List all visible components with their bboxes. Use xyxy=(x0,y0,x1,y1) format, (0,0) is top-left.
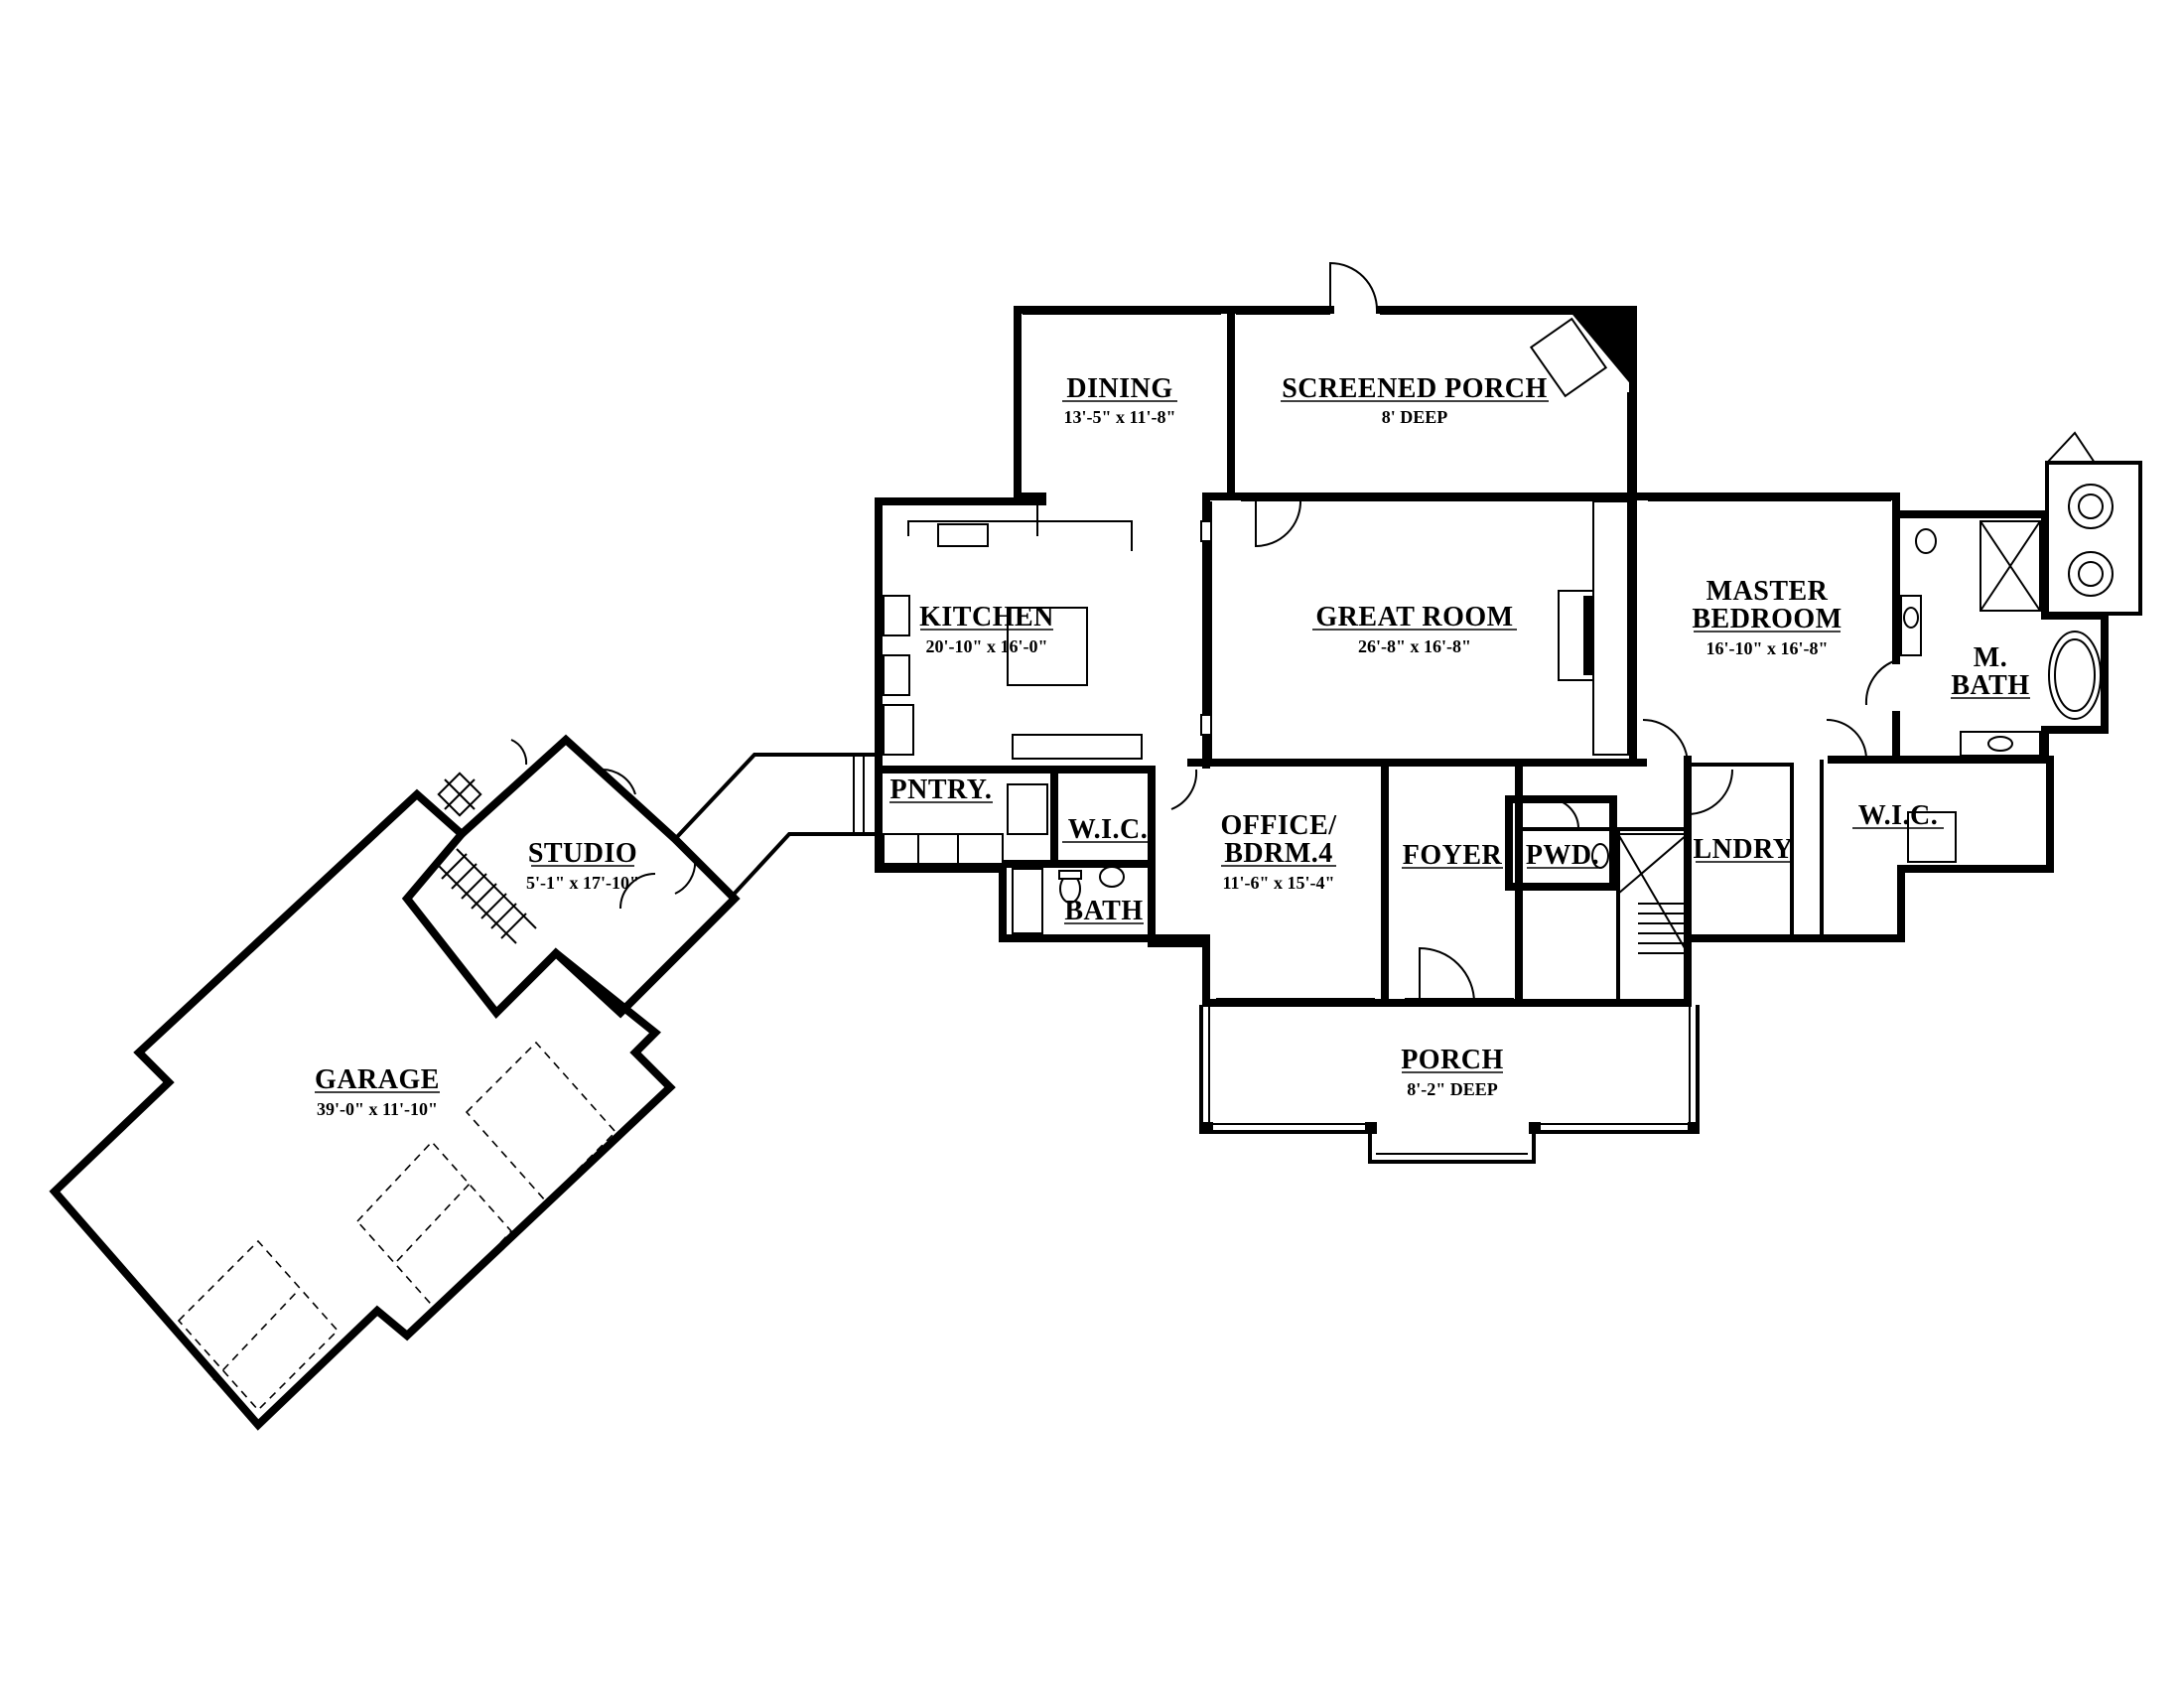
kitchen-fixtures xyxy=(883,501,1212,865)
foyer-label: FOYER xyxy=(1403,840,1503,871)
office-label-1: OFFICE/ xyxy=(1220,810,1337,841)
porch-dims: 8'-2" DEEP xyxy=(1407,1079,1498,1099)
studio-label: STUDIO xyxy=(528,838,637,869)
master-bedroom-label-2: BEDROOM xyxy=(1692,604,1842,634)
office-label-2: BDRM.4 xyxy=(1224,838,1333,869)
great-room-dims: 26'-8" x 16'-8" xyxy=(1358,636,1471,656)
great-room-label: GREAT ROOM xyxy=(1315,602,1513,633)
porch-label: PORCH xyxy=(1401,1045,1504,1075)
screened-porch-label: SCREENED PORCH xyxy=(1282,373,1548,404)
m-bath-label-2: BATH xyxy=(1951,670,2029,701)
office-dims: 11'-6" x 15'-4" xyxy=(1223,873,1335,893)
screened-porch-dims: 8' DEEP xyxy=(1382,407,1448,427)
m-bath-label-1: M. xyxy=(1974,642,2007,673)
bath-fixtures xyxy=(1012,843,1609,934)
bath-label: BATH xyxy=(1064,896,1143,926)
garage-dims: 39'-0" x 11'-10" xyxy=(317,1099,438,1119)
dining-dims: 13'-5" x 11'-8" xyxy=(1064,407,1176,427)
laundry-label: LNDRY xyxy=(1693,834,1793,865)
doors xyxy=(1170,261,1897,1004)
dining-label: DINING xyxy=(1066,373,1172,404)
window-marks xyxy=(1023,309,1891,1000)
breezeway xyxy=(673,753,879,901)
kitchen-dims: 20'-10" x 16'-0" xyxy=(926,636,1048,656)
room-labels: DINING 13'-5" x 11'-8" SCREENED PORCH 8'… xyxy=(315,373,2030,1119)
powder-label: PWD. xyxy=(1526,840,1599,871)
pantry-label: PNTRY. xyxy=(890,774,993,805)
kitchen-label: KITCHEN xyxy=(919,602,1054,633)
master-bath-fixtures xyxy=(1900,431,2142,863)
garage-label: GARAGE xyxy=(315,1064,440,1095)
wic-right-label: W.I.C. xyxy=(1858,800,1939,831)
master-bedroom-label-1: MASTER xyxy=(1706,576,1829,607)
master-bedroom-dims: 16'-10" x 16'-8" xyxy=(1706,638,1829,658)
stairs-main xyxy=(1617,833,1689,954)
garage-studio-wing xyxy=(49,734,741,1431)
front-porch xyxy=(1199,1005,1700,1164)
studio-dims: 5'-1" x 17'-10" xyxy=(526,873,639,893)
wic-left-label: W.I.C. xyxy=(1068,814,1149,845)
fireplace xyxy=(1529,310,1633,756)
